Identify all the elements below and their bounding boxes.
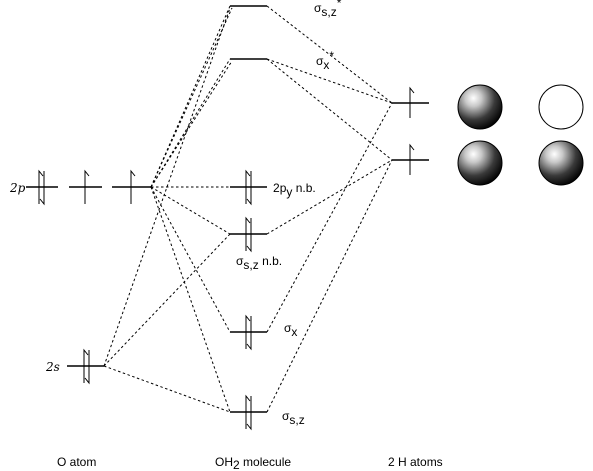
- corr-line: [150, 186, 231, 333]
- corr-line: [266, 58, 393, 161]
- corr-line: [266, 5, 393, 104]
- molecule-levels: [230, 5, 267, 413]
- label-sigma-sz-nb: σs,z n.b.: [236, 254, 282, 272]
- electron-pair: [245, 169, 252, 206]
- electron-pair: [245, 216, 252, 253]
- electron-up: [84, 169, 90, 204]
- label-sigma-sz: σs,z: [282, 409, 305, 427]
- column-label-molecule: OH2 molecule: [215, 455, 291, 471]
- column-labels: O atom OH2 molecule 2 H atoms: [57, 455, 443, 471]
- electron-up: [409, 143, 415, 175]
- electron-pair: [245, 314, 252, 351]
- label-sigma-x: σx: [284, 321, 297, 339]
- sphere-top-right: [538, 84, 584, 130]
- corr-line: [103, 233, 231, 367]
- o-atom-levels: 2p 2s: [9, 181, 151, 374]
- o-2s-label: 2s: [45, 360, 60, 374]
- correlation-lines: [103, 5, 393, 413]
- mo-labels: σs,z* σx* 2py n.b. σs,z n.b. σx σs,z: [236, 0, 342, 427]
- corr-line: [103, 7, 231, 367]
- label-2py-nb: 2py n.b.: [273, 181, 316, 199]
- column-label-h-atoms: 2 H atoms: [388, 455, 443, 469]
- electron-pair: [38, 169, 45, 206]
- electron-arrows: [38, 86, 415, 431]
- sphere-top-left: [457, 84, 503, 130]
- electron-up: [130, 169, 136, 204]
- corr-line: [266, 58, 393, 104]
- label-sigma-x-star: σx*: [316, 49, 334, 72]
- sphere-bottom-left: [457, 140, 503, 186]
- corr-line: [266, 159, 393, 413]
- o-2p-label: 2p: [9, 181, 26, 195]
- corr-line: [150, 186, 231, 235]
- corr-line: [266, 102, 393, 333]
- label-sigma-sz-star: σs,z*: [314, 0, 342, 19]
- corr-line: [150, 7, 233, 188]
- corr-line: [150, 58, 231, 188]
- electron-pair: [83, 348, 90, 385]
- corr-line: [103, 365, 231, 413]
- corr-line: [150, 186, 231, 413]
- h-orbital-spheres: [457, 84, 584, 186]
- column-label-o-atom: O atom: [57, 455, 96, 469]
- electron-up: [409, 86, 415, 118]
- sphere-bottom-right: [538, 140, 584, 186]
- corr-line: [150, 60, 233, 188]
- electron-pair: [245, 394, 252, 431]
- corr-line: [266, 159, 393, 235]
- corr-line: [150, 5, 231, 188]
